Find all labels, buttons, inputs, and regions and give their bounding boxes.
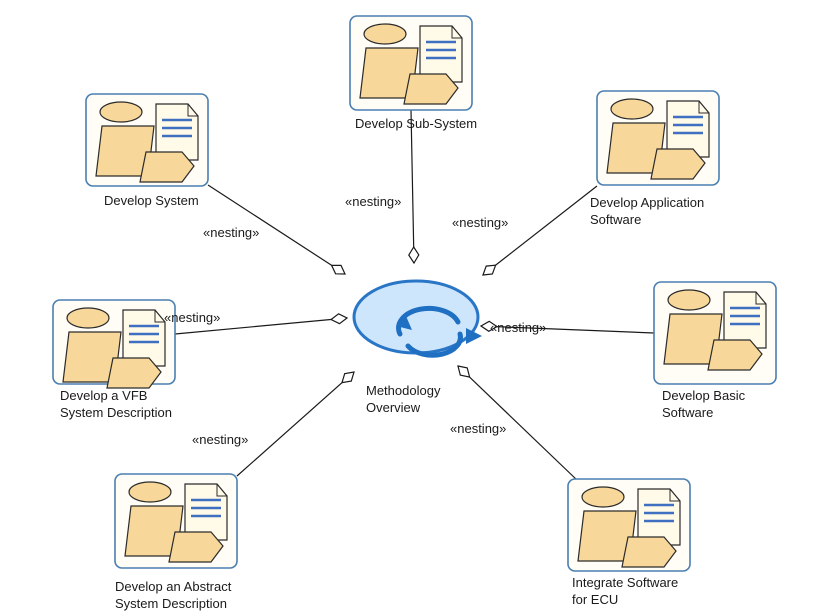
node-label-integrate-software-ecu-line2: for ECU bbox=[572, 592, 619, 607]
nesting-connector bbox=[410, 109, 415, 264]
process-role-icon bbox=[577, 486, 681, 568]
center-label-line2: Overview bbox=[366, 400, 421, 415]
edge-label-develop-basic-software: «nesting» bbox=[490, 320, 547, 335]
node-label-develop-abstract-line2: System Description bbox=[115, 596, 227, 611]
aggregation-diamond bbox=[330, 264, 346, 275]
aggregation-diamond bbox=[457, 365, 471, 378]
node-label-develop-system-line1: Develop System bbox=[104, 193, 199, 208]
nesting-connector bbox=[174, 317, 348, 335]
nesting-connector bbox=[480, 325, 655, 334]
aggregation-diamond bbox=[408, 245, 420, 265]
edge-label-develop-sub-system: «nesting» bbox=[345, 194, 402, 209]
node-label-develop-system: Develop System bbox=[104, 192, 199, 209]
node-label-develop-application-software: Develop Application Software bbox=[590, 194, 704, 228]
node-label-develop-basic-software-line1: Develop Basic bbox=[662, 388, 746, 403]
node-label-develop-application-software-line1: Develop Application bbox=[590, 195, 705, 210]
node-label-integrate-software-ecu-line1: Integrate Software bbox=[572, 575, 679, 590]
node-box-develop-basic-software[interactable] bbox=[653, 281, 777, 385]
node-label-develop-sub-system: Develop Sub-System bbox=[355, 115, 477, 132]
process-role-icon bbox=[62, 307, 166, 389]
process-role-icon bbox=[606, 98, 710, 180]
node-label-develop-application-software-line2: Software bbox=[590, 212, 642, 227]
edge-label-develop-abstract: «nesting» bbox=[192, 432, 249, 447]
node-label-develop-vfb: Develop a VFB System Description bbox=[60, 387, 172, 421]
node-box-develop-sub-system[interactable] bbox=[349, 15, 473, 111]
node-label-develop-vfb-line1: Develop a VFB bbox=[60, 388, 148, 403]
node-label-develop-sub-system-line1: Develop Sub-System bbox=[355, 116, 478, 131]
process-role-icon bbox=[359, 23, 463, 105]
node-box-develop-vfb[interactable] bbox=[52, 299, 176, 389]
nesting-connector bbox=[207, 184, 346, 275]
cycle-arrow-icon bbox=[396, 305, 482, 358]
aggregation-diamond bbox=[341, 371, 355, 384]
node-label-develop-basic-software-line2: Software bbox=[662, 405, 714, 420]
edge-label-develop-system: «nesting» bbox=[203, 225, 260, 240]
node-box-develop-application-software[interactable] bbox=[596, 90, 720, 186]
node-label-integrate-software-ecu: Integrate Software for ECU bbox=[572, 574, 678, 608]
process-role-icon bbox=[95, 101, 199, 183]
methodology-overview-node[interactable] bbox=[352, 279, 482, 358]
aggregation-diamond bbox=[482, 264, 497, 276]
nesting-connector bbox=[457, 365, 579, 482]
nesting-connector bbox=[482, 185, 598, 276]
center-label-line1: Methodology bbox=[366, 383, 441, 398]
node-box-integrate-software-ecu[interactable] bbox=[567, 478, 691, 572]
node-label-develop-basic-software: Develop Basic Software bbox=[662, 387, 745, 421]
node-box-develop-system[interactable] bbox=[85, 93, 209, 187]
edge-label-develop-application-software: «nesting» bbox=[452, 215, 509, 230]
node-label-develop-vfb-line2: System Description bbox=[60, 405, 172, 420]
process-role-icon bbox=[124, 481, 228, 563]
node-label-develop-abstract: Develop an Abstract System Description bbox=[115, 578, 231, 612]
edge-label-develop-vfb: «nesting» bbox=[164, 310, 221, 325]
aggregation-diamond bbox=[479, 320, 499, 333]
aggregation-diamond bbox=[329, 313, 349, 325]
node-label-develop-abstract-line1: Develop an Abstract bbox=[115, 579, 232, 594]
nesting-connector bbox=[236, 371, 355, 477]
process-role-icon bbox=[663, 289, 767, 371]
node-box-develop-abstract[interactable] bbox=[114, 473, 238, 569]
edge-label-integrate-software-ecu: «nesting» bbox=[450, 421, 507, 436]
center-label: Methodology Overview bbox=[366, 382, 440, 416]
